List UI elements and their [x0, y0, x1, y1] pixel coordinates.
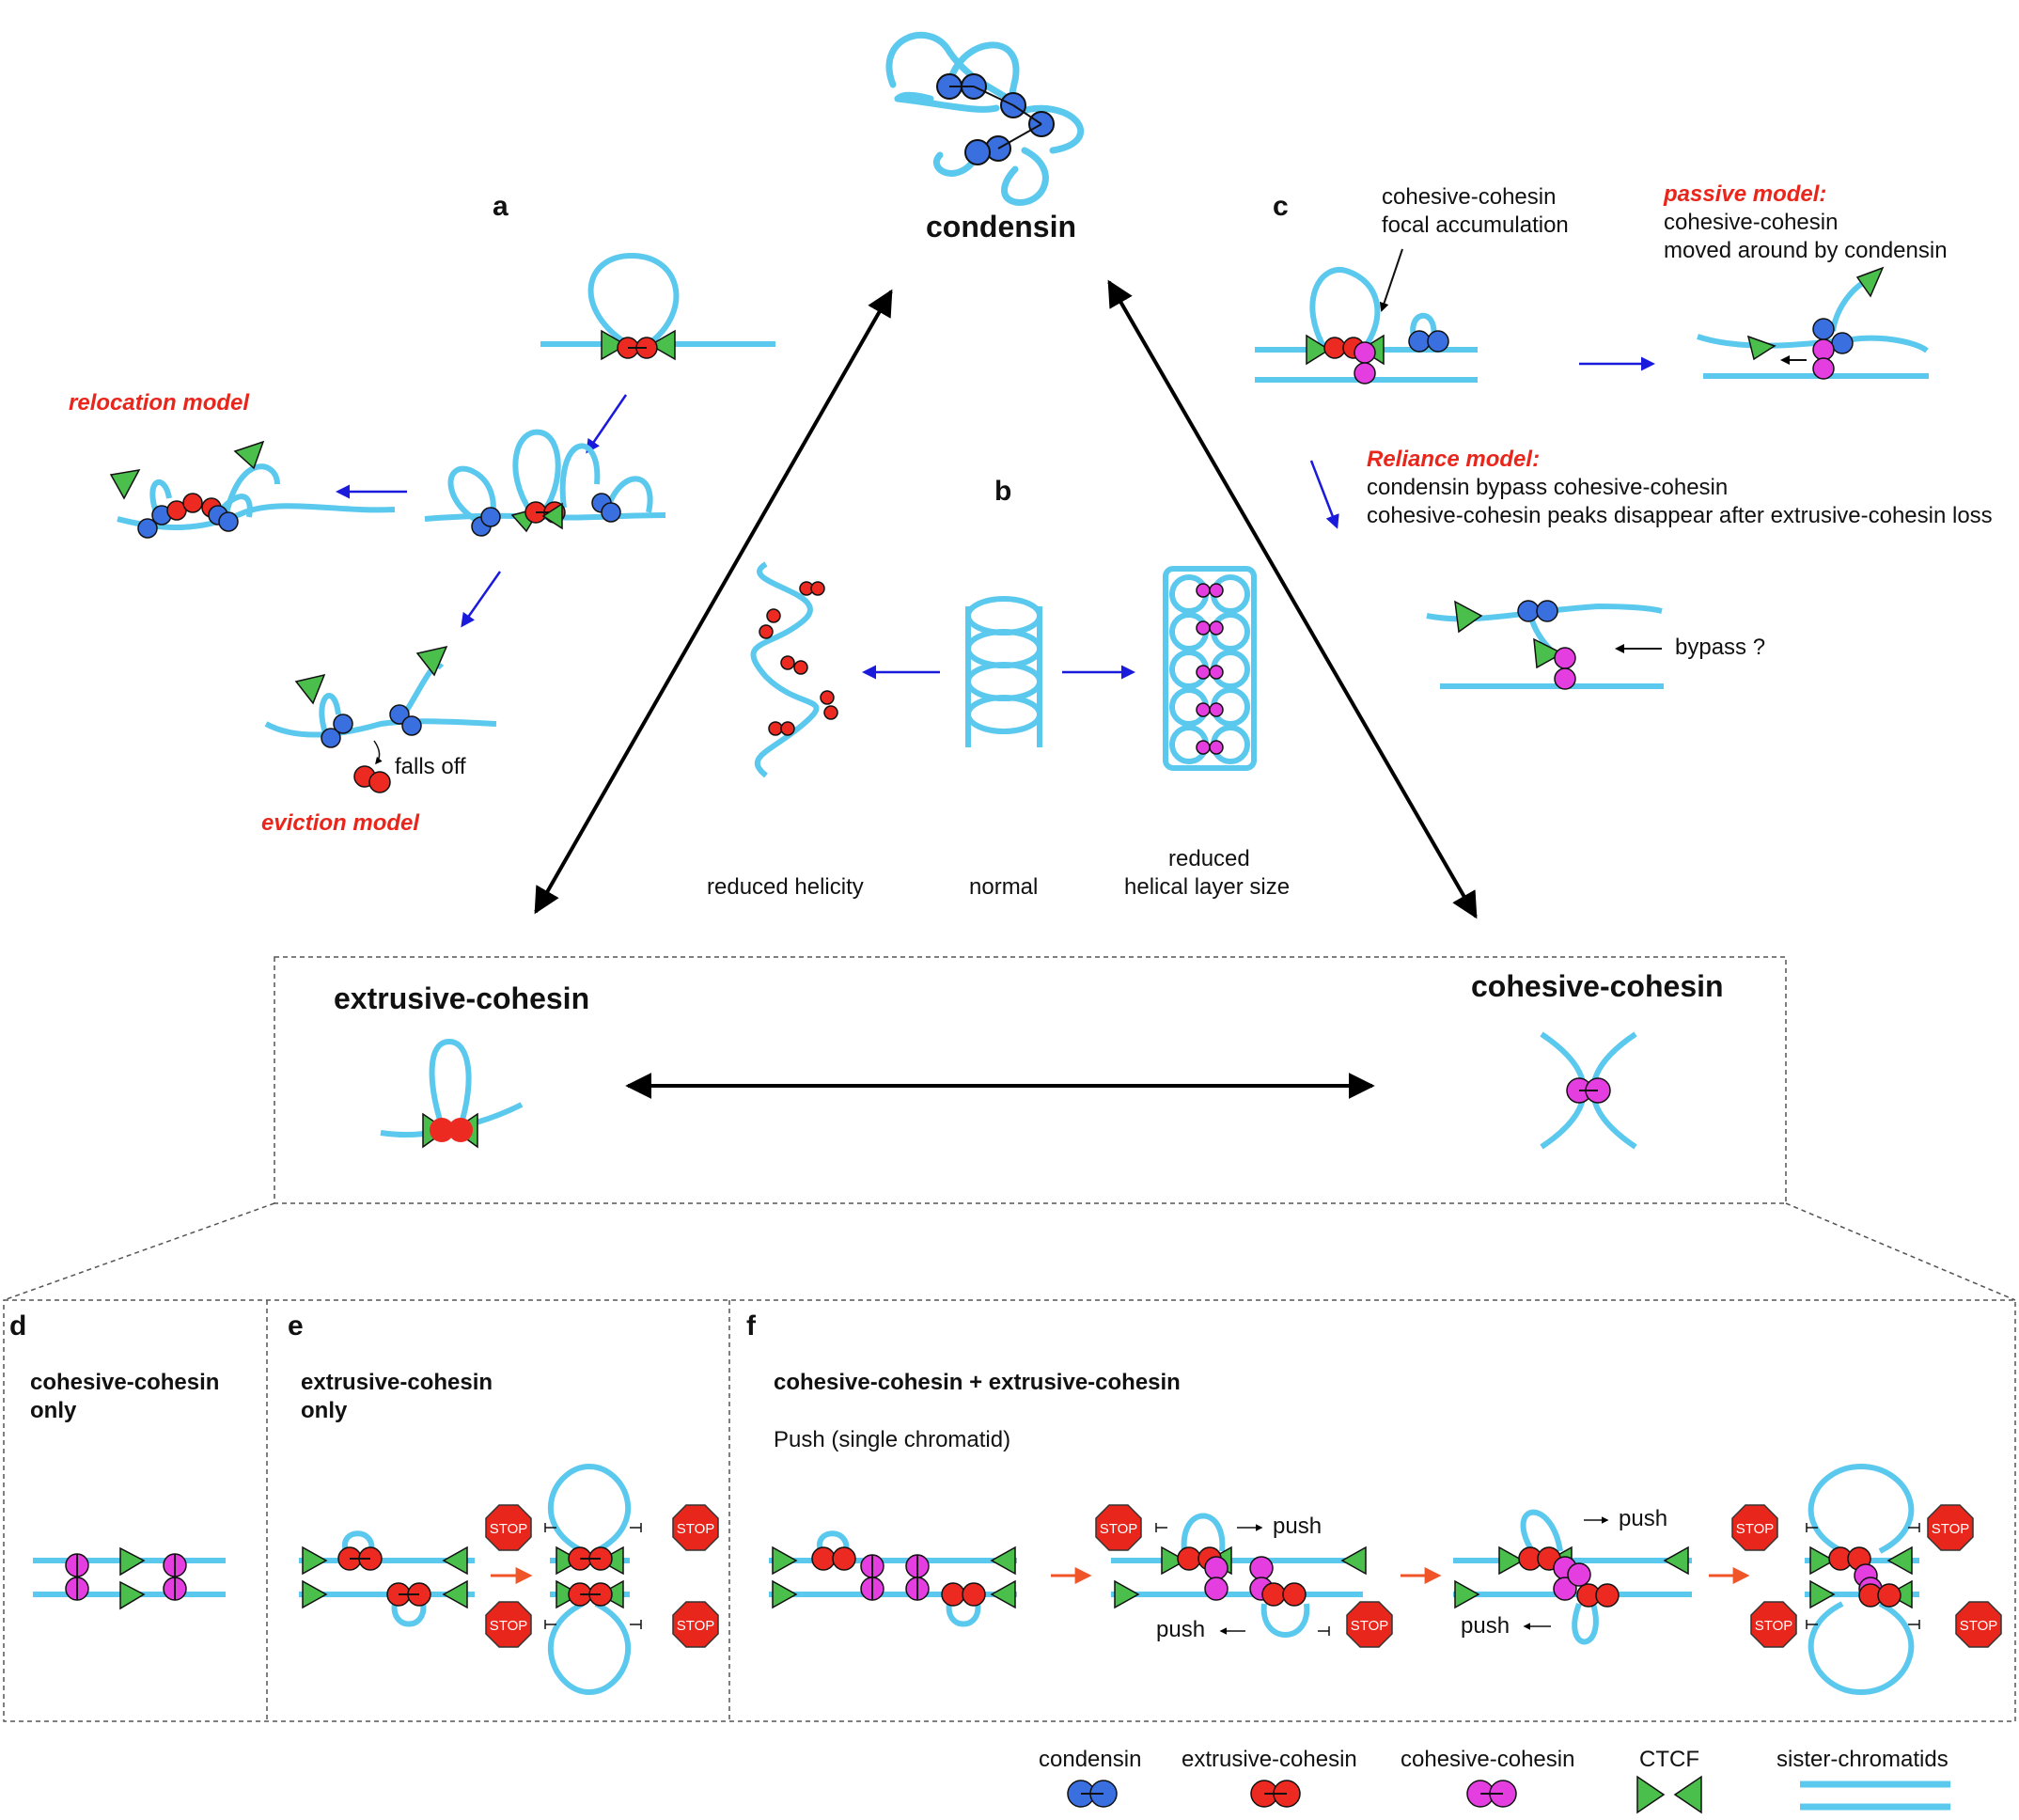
reduced-layer-label-2: helical layer size [1124, 874, 1291, 900]
stop-sign-icon: STOP [1750, 1601, 1797, 1648]
stop-sign-label: STOP [1351, 1618, 1389, 1634]
ctcf-legend-icon [1636, 1775, 1702, 1814]
focal-label-1: cohesive-cohesin [1382, 184, 1557, 210]
panel-f-letter: f [746, 1310, 756, 1341]
stop-sign-icon: STOP [672, 1504, 719, 1551]
stop-sign-label: STOP [1100, 1521, 1138, 1537]
focal-label-2: focal accumulation [1382, 212, 1569, 238]
passive-model-line-1: cohesive-cohesin [1664, 210, 1839, 235]
hub-label-cohesive: cohesive-cohesin [1471, 969, 1724, 1003]
panel-b-helices [750, 561, 1257, 778]
stop-sign-label: STOP [490, 1618, 528, 1634]
panel-a-letter: a [493, 191, 509, 222]
push-label: push [1156, 1617, 1206, 1642]
panel-b-letter: b [994, 476, 1012, 507]
legend-label-condensin: condensin [1039, 1747, 1142, 1772]
falls-off-label: falls off [395, 754, 466, 779]
stop-sign-icon: STOP [1927, 1504, 1974, 1551]
passive-model-title: passive model: [1664, 181, 1827, 207]
stop-sign-icon: STOP [1346, 1601, 1393, 1648]
stop-signs: STOP STOP STOP STOP STOP STOP STOP STOP [485, 1504, 2002, 1648]
bottom-panels-box [3, 1299, 2016, 1722]
reliance-model-line-1: condensin bypass cohesive-cohesin [1367, 475, 1729, 500]
relocation-model-label: relocation model [69, 390, 250, 416]
panel-e-diagram [299, 1463, 642, 1696]
stop-sign-label: STOP [490, 1521, 528, 1537]
cohesive-cohesin-legend-icon [1466, 1780, 1517, 1808]
reduced-layer-label-1: reduced [1168, 846, 1250, 871]
sister-chromatids-legend-icon [1800, 1781, 1950, 1811]
panel-f-subtitle: Push (single chromatid) [774, 1427, 1011, 1452]
legend-label-sisters: sister-chromatids [1776, 1747, 1949, 1772]
panel-a-diagrams [109, 252, 775, 793]
legend-label-ctcf: CTCF [1639, 1747, 1699, 1772]
stop-sign-label: STOP [1960, 1618, 1998, 1634]
hub-label-condensin: condensin [926, 210, 1077, 243]
stop-sign-icon: STOP [485, 1504, 532, 1551]
reliance-model-title: Reliance model: [1367, 447, 1541, 472]
legend-icons [1067, 1775, 1950, 1814]
hub-dashed-box [274, 956, 1787, 1204]
panel-d-title-1: cohesive-cohesin [30, 1370, 220, 1395]
hub-arrows [534, 279, 1478, 1099]
hub-label-extrusive: extrusive-cohesin [334, 981, 590, 1015]
panel-d-letter: d [9, 1310, 27, 1341]
bypass-label: bypass ? [1675, 635, 1766, 660]
reliance-model-line-2: cohesive-cohesin peaks disappear after e… [1367, 503, 1993, 528]
panel-c-diagrams [1255, 248, 1929, 690]
zoom-line-left [3, 1202, 275, 1301]
extrusive-cohesin-icon [380, 1038, 524, 1149]
extrusive-cohesin-legend-icon [1250, 1780, 1301, 1808]
stop-sign-icon: STOP [672, 1601, 719, 1648]
push-label: push [1273, 1514, 1323, 1539]
stop-sign-label: STOP [1932, 1521, 1970, 1537]
panel-c-letter: c [1273, 191, 1289, 222]
condensin-rosette-complexes [936, 73, 1055, 165]
panel-f-title: cohesive-cohesin + extrusive-cohesin [774, 1370, 1181, 1395]
eviction-model-label: eviction model [261, 810, 420, 836]
legend-label-cohesive: cohesive-cohesin [1401, 1747, 1575, 1772]
arrow-condensin-cohesive [1107, 279, 1478, 919]
stop-sign-label: STOP [1755, 1618, 1793, 1634]
panel-e-letter: e [288, 1310, 304, 1341]
normal-label: normal [969, 874, 1039, 900]
panel-e-title-2: only [301, 1398, 348, 1423]
panel-d-title-2: only [30, 1398, 77, 1423]
stop-sign-icon: STOP [1731, 1504, 1778, 1551]
stop-sign-icon: STOP [1095, 1504, 1142, 1551]
stop-sign-label: STOP [677, 1618, 715, 1634]
panel-d-diagram [33, 1546, 226, 1610]
stop-sign-icon: STOP [485, 1601, 532, 1648]
push-label: push [1461, 1613, 1510, 1639]
push-label: push [1619, 1506, 1668, 1531]
reduced-helicity-label: reduced helicity [707, 874, 864, 900]
stop-sign-label: STOP [677, 1521, 715, 1537]
panel-f-diagram [769, 1463, 1920, 1696]
zoom-line-right [1785, 1202, 2016, 1301]
cohesive-cohesin-icon [1540, 1031, 1637, 1150]
stop-sign-icon: STOP [1955, 1601, 2002, 1648]
legend-label-extrusive: extrusive-cohesin [1182, 1747, 1357, 1772]
passive-model-line-2: moved around by condensin [1664, 238, 1948, 263]
stop-sign-label: STOP [1736, 1521, 1775, 1537]
panel-e-title-1: extrusive-cohesin [301, 1370, 493, 1395]
arrow-condensin-extrusive [534, 289, 893, 915]
condensin-legend-icon [1067, 1780, 1118, 1808]
